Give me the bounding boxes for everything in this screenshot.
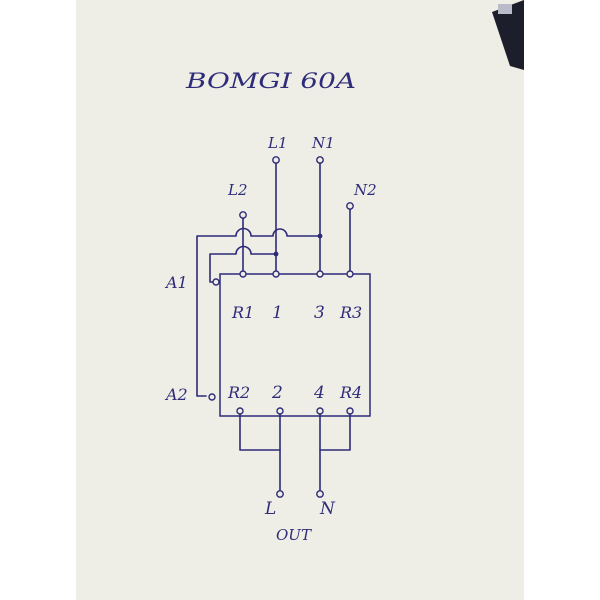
terminal-r4 (346, 407, 354, 415)
output-wiring (239, 413, 351, 492)
terminal-r2 (236, 407, 244, 415)
relay-body (219, 273, 371, 417)
label-n2: N2 (353, 181, 377, 199)
terminal-r3 (346, 270, 354, 278)
diagram-title: BOMGI 60A (185, 69, 356, 93)
label-r4: R4 (339, 383, 362, 402)
paper-sheet (76, 0, 524, 600)
terminal-1 (272, 270, 280, 278)
terminal-4 (316, 407, 324, 415)
pen-object (492, 0, 524, 70)
label-2: 2 (271, 383, 283, 403)
terminal-3 (316, 270, 324, 278)
coil-label-a1: A1 (164, 273, 188, 292)
output-label-l: L (264, 499, 276, 519)
label-3: 3 (314, 303, 325, 323)
coil-label-a2: A2 (164, 385, 188, 404)
label-1: 1 (272, 303, 283, 323)
output-label-out: OUT (276, 526, 312, 544)
label-l2: L2 (227, 181, 248, 199)
label-r1: R1 (231, 303, 254, 322)
label-n1: N1 (311, 134, 335, 152)
terminal-out-n (316, 490, 324, 498)
terminal-2 (276, 407, 284, 415)
label-r2: R2 (227, 383, 250, 402)
terminal-r1 (239, 270, 247, 278)
terminal-out-l (276, 490, 284, 498)
terminal-a1 (212, 278, 220, 286)
terminal-a2 (208, 393, 216, 401)
label-r3: R3 (339, 303, 362, 322)
label-l1: L1 (267, 134, 288, 152)
input-wiring (196, 162, 351, 397)
output-label-n: N (319, 499, 336, 519)
label-4: 4 (313, 383, 325, 403)
